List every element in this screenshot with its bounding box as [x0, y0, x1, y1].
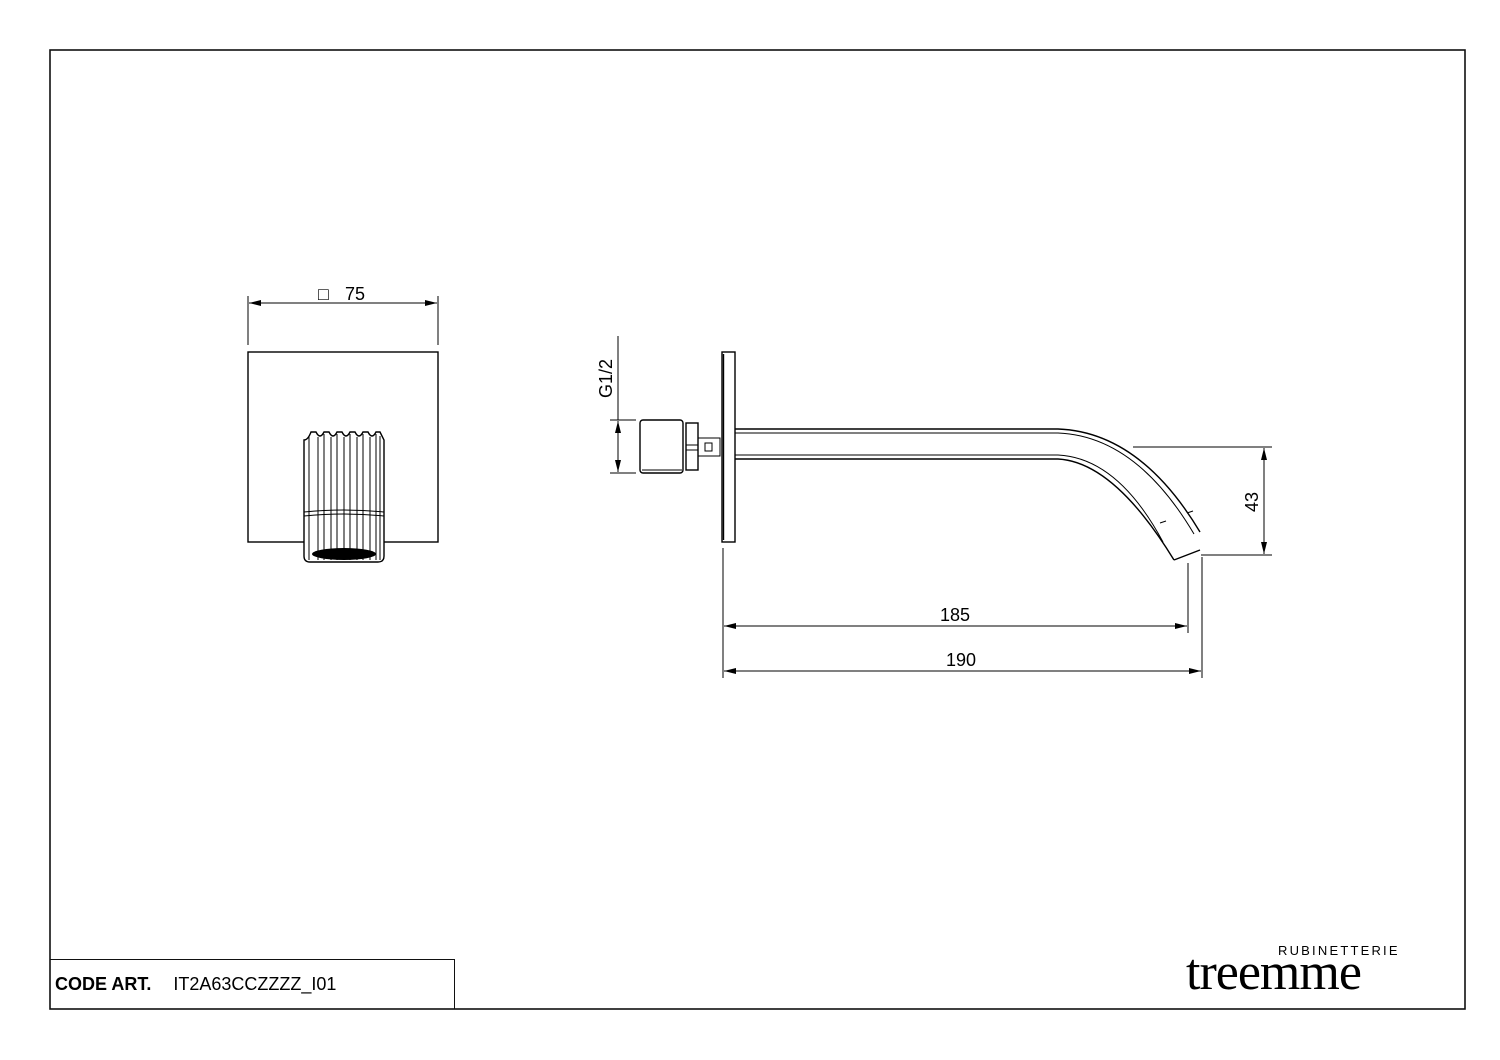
spout	[735, 428, 1201, 561]
side-view: G1/2 43	[596, 336, 1272, 678]
outer-projection-value: 190	[946, 650, 976, 670]
threaded-connector	[639, 419, 721, 474]
title-block: CODE ART. IT2A63CCZZZZ_I01	[50, 959, 455, 1009]
height-dimension-value: 43	[1242, 492, 1262, 512]
square-dimension-symbol: □	[318, 284, 329, 304]
wall-plate-profile	[721, 351, 736, 543]
drawing-frame	[49, 49, 1466, 1010]
brand-subtitle: RUBINETTERIE	[1278, 943, 1400, 958]
front-view: □ 75	[247, 284, 439, 563]
code-art-value: IT2A63CCZZZZ_I01	[173, 974, 337, 994]
code-art-label: CODE ART.	[55, 974, 152, 994]
thread-label: G1/2	[596, 359, 616, 398]
handle-base-shadow	[312, 548, 376, 560]
width-dimension-value: 75	[345, 284, 365, 304]
knurled-handle	[303, 430, 385, 563]
brand-logo: treemme RUBINETTERIE	[1186, 940, 1466, 1006]
inner-projection-value: 185	[940, 605, 970, 625]
brand-name: treemme	[1186, 944, 1362, 1001]
